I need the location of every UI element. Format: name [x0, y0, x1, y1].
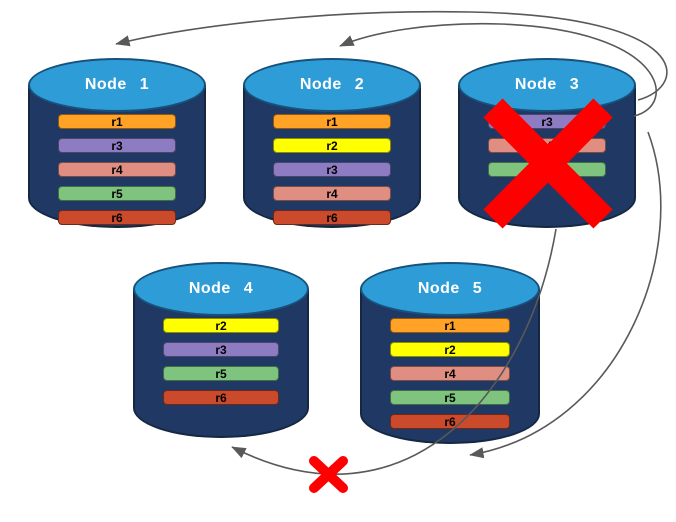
cylinder-top: Node 1 [28, 58, 206, 112]
replica-bar: r4 [58, 162, 176, 177]
replica-list: r3 r4 r5 [488, 114, 606, 177]
replica-bar: r6 [163, 390, 279, 405]
replica-bar: r6 [390, 414, 510, 429]
cylinder-top: Node 2 [243, 58, 421, 112]
replica-bar: r1 [273, 114, 391, 129]
replica-bar: r5 [58, 186, 176, 201]
replica-bar: r2 [273, 138, 391, 153]
replica-list: r1 r2 r4 r5 r6 [390, 318, 510, 429]
node-cylinder-1: Node 1 r1 r3 r4 r5 r6 [28, 58, 206, 228]
replica-bar: r2 [390, 342, 510, 357]
replica-bar: r3 [488, 114, 606, 129]
node-title: Node 5 [417, 280, 483, 297]
replica-list: r1 r3 r4 r5 r6 [58, 114, 176, 225]
replica-bar: r2 [163, 318, 279, 333]
replica-bar: r3 [163, 342, 279, 357]
node-cylinder-4: Node 4 r2 r3 r5 r6 [133, 262, 309, 438]
replica-list: r1 r2 r3 r4 r6 [273, 114, 391, 225]
cylinder-top: Node 3 [458, 58, 636, 112]
node-cylinder-5: Node 5 r1 r2 r4 r5 r6 [360, 262, 540, 444]
replica-bar: r4 [273, 186, 391, 201]
node-cylinder-3: Node 3 r3 r4 r5 [458, 58, 636, 228]
replica-bar: r3 [273, 162, 391, 177]
replica-bar: r1 [58, 114, 176, 129]
replica-bar: r4 [390, 366, 510, 381]
node-title: Node 3 [514, 76, 580, 93]
failed-transfer-x-icon [309, 456, 348, 493]
replica-bar: r3 [58, 138, 176, 153]
cylinder-top: Node 4 [133, 262, 309, 316]
cylinder-top: Node 5 [360, 262, 540, 316]
replica-bar: r4 [488, 138, 606, 153]
replica-bar: r1 [390, 318, 510, 333]
node-title: Node 4 [188, 280, 254, 297]
node-title: Node 1 [84, 76, 150, 93]
node-cylinder-2: Node 2 r1 r2 r3 r4 r6 [243, 58, 421, 228]
replica-bar: r5 [488, 162, 606, 177]
replica-bar: r6 [273, 210, 391, 225]
replica-bar: r6 [58, 210, 176, 225]
replica-bar: r5 [163, 366, 279, 381]
replica-list: r2 r3 r5 r6 [163, 318, 279, 405]
node-title: Node 2 [299, 76, 365, 93]
replica-bar: r5 [390, 390, 510, 405]
